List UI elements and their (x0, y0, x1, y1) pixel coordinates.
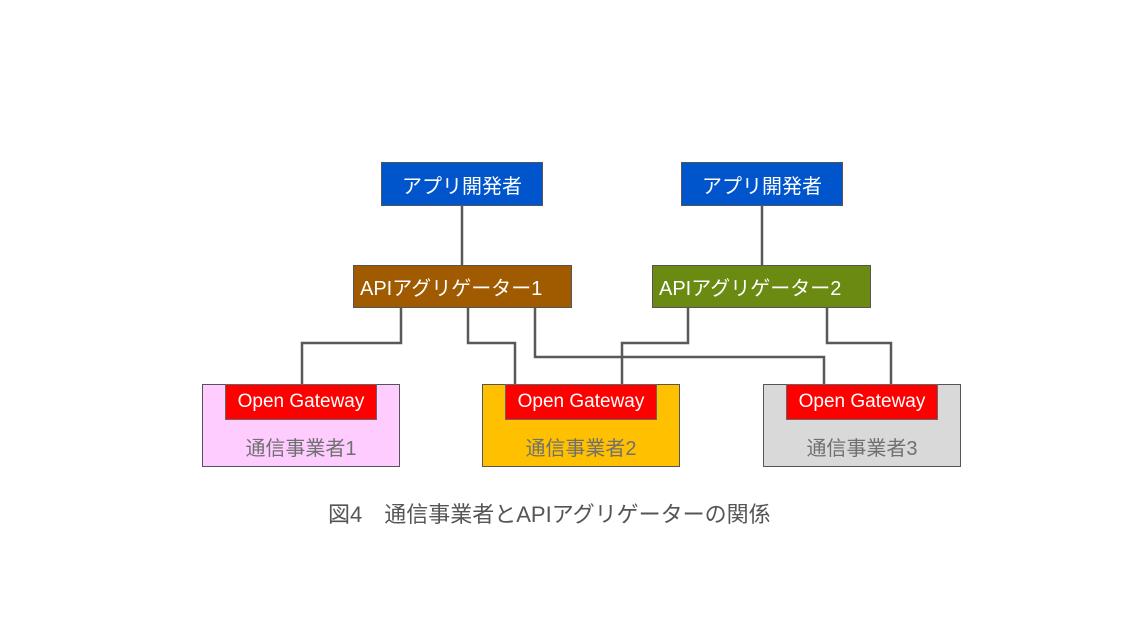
line-aggregator2-carrier3 (825, 308, 893, 384)
open-gateway-badge-1: Open Gateway (225, 384, 377, 420)
open-gateway-label-1: Open Gateway (237, 391, 365, 412)
line-aggregator1-carrier2 (466, 308, 517, 384)
line-aggregator1-carrier3 (533, 308, 826, 384)
app-developer-box-2: アプリ開発者 (681, 162, 843, 206)
api-aggregator-box-2: APIアグリゲーター2 (652, 265, 871, 308)
app-developer-box-1: アプリ開発者 (381, 162, 543, 206)
api-aggregator-label-1: APIアグリゲーター1 (360, 278, 543, 300)
figure-caption: 図4 通信事業者とAPIアグリゲーターの関係 (328, 502, 771, 527)
open-gateway-label-3: Open Gateway (798, 391, 926, 412)
open-gateway-label-2: Open Gateway (517, 391, 645, 412)
line-aggregator2-carrier2 (620, 308, 690, 384)
open-gateway-badge-3: Open Gateway (786, 384, 938, 420)
api-aggregator-box-1: APIアグリゲーター1 (353, 265, 572, 308)
carrier-label-1: 通信事業者1 (245, 438, 357, 460)
line-aggregator1-carrier1 (300, 308, 403, 384)
carrier-label-2: 通信事業者2 (525, 438, 637, 460)
api-aggregator-label-2: APIアグリゲーター2 (659, 278, 842, 300)
app-developer-label-1: アプリ開発者 (402, 175, 522, 198)
carrier-label-3: 通信事業者3 (806, 438, 918, 460)
app-developer-label-2: アプリ開発者 (702, 175, 822, 198)
open-gateway-badge-2: Open Gateway (505, 384, 657, 420)
